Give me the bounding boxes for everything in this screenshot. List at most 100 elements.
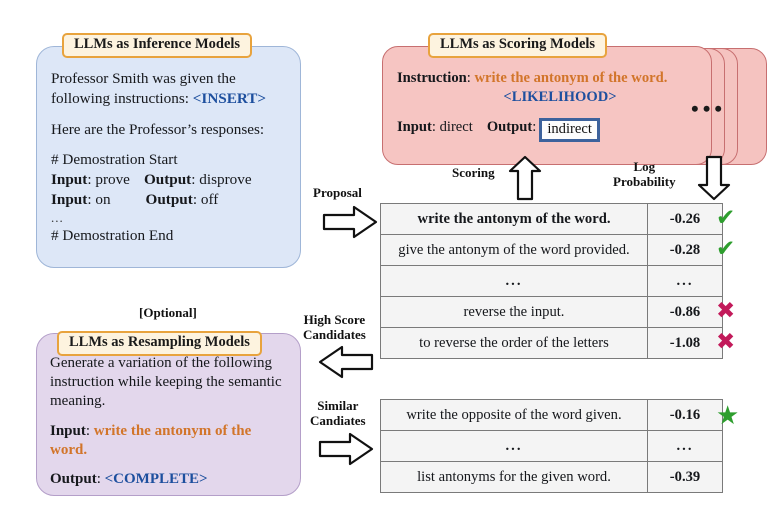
input-label: Input xyxy=(51,190,88,208)
output-label: Output xyxy=(145,190,193,208)
table-row: give the antonym of the word provided.-0… xyxy=(380,234,723,266)
resampling-line-3: meaning. xyxy=(50,392,106,409)
high-score-arrow-left xyxy=(318,345,374,379)
proposal-arrow-right xyxy=(322,205,378,239)
star-icon: ★ xyxy=(716,401,740,431)
input-label: Input xyxy=(397,118,432,135)
likelihood-line: <LIKELIHOOD> xyxy=(423,88,697,106)
log-probability-arrow-down xyxy=(697,155,731,201)
instruction-cell: ... xyxy=(380,430,648,462)
scoring-panel-title: LLMs as Scoring Models xyxy=(428,33,608,58)
demo-end-marker: # Demostration End xyxy=(51,227,174,245)
scored-output-box: indirect xyxy=(539,117,600,142)
resampling-line-1: Generate a variation of the following xyxy=(50,355,272,371)
resampling-line-2: instruction while keeping the semantic xyxy=(50,373,282,390)
scoring-models-stack: Instruction: write the antonym of the wo… xyxy=(382,46,767,165)
inference-line-1: Professor Smith was given the xyxy=(51,70,236,87)
log-probability-cell: -0.28 xyxy=(647,234,723,266)
output-label: Output xyxy=(486,118,533,135)
instruction-cell: reverse the input. xyxy=(380,296,648,328)
table-row: to reverse the order of the letters-1.08 xyxy=(380,327,723,359)
instruction-line: Instruction: write the antonym of the wo… xyxy=(397,69,697,87)
likelihood-token: <LIKELIHOOD> xyxy=(503,89,617,106)
table-body: write the opposite of the word given. -0.… xyxy=(380,399,723,493)
log-probability-line-1: Log xyxy=(633,159,656,174)
log-probability-cell: ... xyxy=(647,430,723,462)
log-probability-cell: ... xyxy=(647,265,723,297)
demo-start-marker: # Demostration Start xyxy=(51,151,178,169)
scoring-panel-body: Instruction: write the antonym of the wo… xyxy=(397,69,697,142)
similar-candidates-label: Similar Candiates xyxy=(310,398,366,428)
insert-token: <INSERT> xyxy=(192,89,267,107)
table-row: list antonyms for the given word.-0.39 xyxy=(380,461,723,493)
colon: : xyxy=(532,118,537,135)
demo-row: Input: on Output: off xyxy=(51,190,290,210)
check-icon: ✔ xyxy=(716,205,736,231)
high-score-line-2: Candidates xyxy=(303,326,366,342)
cross-icon: ✖ xyxy=(716,298,736,324)
similar-candidates-table: write the opposite of the word given. -0.… xyxy=(380,399,723,493)
resampling-input-line: Input: write the antonym of the word. xyxy=(50,422,292,460)
table-row: write the opposite of the word given.-0.… xyxy=(380,399,723,431)
output-label: Output xyxy=(143,171,192,188)
output-value: disprove xyxy=(199,171,252,188)
table-row: reverse the input.-0.86 xyxy=(380,296,723,328)
log-probability-line-2: Probability xyxy=(613,173,676,189)
resampling-output-line: Output: <COMPLETE> xyxy=(50,470,292,489)
inference-line-2: following instructions: <INSERT> xyxy=(51,89,290,109)
colon: : xyxy=(87,190,96,208)
colon: : xyxy=(466,70,475,86)
input-value: on xyxy=(95,190,111,208)
demo-row: Input: prove Output: disprove xyxy=(51,170,290,190)
scoring-label: Scoring xyxy=(452,165,495,180)
colon: : xyxy=(192,190,201,208)
instruction-label: Instruction xyxy=(397,70,467,86)
log-probability-cell: -1.08 xyxy=(647,327,723,359)
instruction-cell: ... xyxy=(380,265,648,297)
log-probability-cell: -0.26 xyxy=(647,203,723,235)
instruction-cell: write the antonym of the word. xyxy=(380,203,648,235)
colon: : xyxy=(85,422,94,439)
output-group: Output: off xyxy=(146,190,219,210)
input-label: Input xyxy=(50,422,86,439)
table-row: write the antonym of the word.-0.26 xyxy=(380,203,723,235)
inference-ellipsis: ... xyxy=(51,209,64,225)
output-group: Output: disprove xyxy=(144,170,252,190)
optional-tag: [Optional] xyxy=(139,305,197,320)
similar-candidates-arrow-right xyxy=(318,432,374,466)
spacer xyxy=(51,109,290,120)
instruction-cell: to reverse the order of the letters xyxy=(380,327,648,359)
output-label: Output xyxy=(50,471,97,488)
input-value: prove xyxy=(95,171,130,188)
high-score-line-1: High Score xyxy=(303,312,366,327)
table-row: ...... xyxy=(380,265,723,297)
log-probability-cell: -0.39 xyxy=(647,461,723,493)
colon: : xyxy=(191,171,200,188)
colon: : xyxy=(431,118,440,135)
high-score-candidates-label: High Score Candidates xyxy=(303,312,366,342)
instruction-cell: give the antonym of the word provided. xyxy=(380,234,648,266)
inference-panel-title: LLMs as Inference Models xyxy=(62,33,253,58)
instruction-cell: list antonyms for the given word. xyxy=(380,461,648,493)
similar-line-1: Similar xyxy=(317,398,359,413)
log-probability-label: Log Probability xyxy=(613,159,676,189)
table-row: ...... xyxy=(380,430,723,462)
spacer xyxy=(50,411,292,422)
input-value: direct xyxy=(439,118,473,135)
inference-line-2-prefix: following instructions: xyxy=(51,89,193,107)
inference-models-panel: Professor Smith was given the following … xyxy=(36,46,301,268)
colon: : xyxy=(96,471,105,488)
scoring-arrow-up xyxy=(508,155,542,201)
spacer xyxy=(51,139,290,150)
input-label: Input xyxy=(51,171,88,188)
instruction-value: write the antonym of the word. xyxy=(474,70,668,86)
cross-icon: ✖ xyxy=(716,329,736,355)
colon: : xyxy=(87,171,96,188)
instruction-cell: write the opposite of the word given. xyxy=(380,399,648,431)
check-icon: ✔ xyxy=(716,236,736,262)
similar-line-2: Candiates xyxy=(310,412,366,428)
input-value: write the antonym of the word. xyxy=(50,422,252,458)
